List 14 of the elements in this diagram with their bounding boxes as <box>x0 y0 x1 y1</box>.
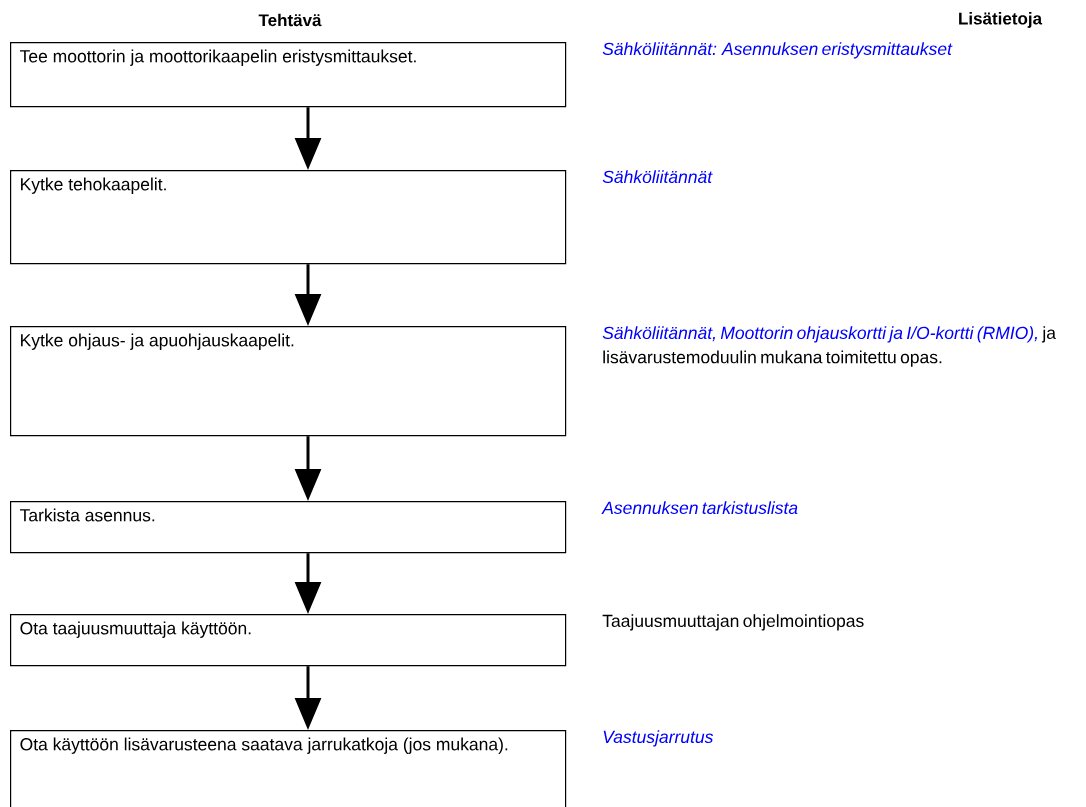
reference-link: Sähköliitännät <box>602 170 713 184</box>
process-box: Kytke ohjaus- ja apuohjauskaapelit. <box>10 326 567 437</box>
reference-text: Taajuusmuuttajan ohjelmointiopas <box>602 614 864 631</box>
reference-link: Sähköliitännät: Asennuksen eristysmittaukset <box>602 42 953 59</box>
process-box: Ota taajuusmuuttaja käyttöön. <box>10 614 567 667</box>
reference-text: Sähköliitännät, Moottorin ohjauskortti ja I/O-kortti (RMIO), ja lisävarustemoduulin mukana toimitettu opas. <box>602 326 1056 367</box>
column-heading: Tehtävä <box>258 13 322 27</box>
process-box: Ota käyttöön lisävarusteena saatava jarrukatkoja (jos mukana). <box>10 730 567 807</box>
reference-link: Vastusjarrutus <box>603 730 714 747</box>
process-box: Tee moottorin ja moottorikaapelin eristysmittaukset. <box>10 42 567 108</box>
process-box: Tarkista asennus. <box>10 501 567 554</box>
reference-link: Asennuksen tarkistuslista <box>601 501 798 515</box>
column-heading: Lisätietoja <box>959 12 1043 28</box>
process-box: Kytke tehokaapelit. <box>10 170 567 265</box>
